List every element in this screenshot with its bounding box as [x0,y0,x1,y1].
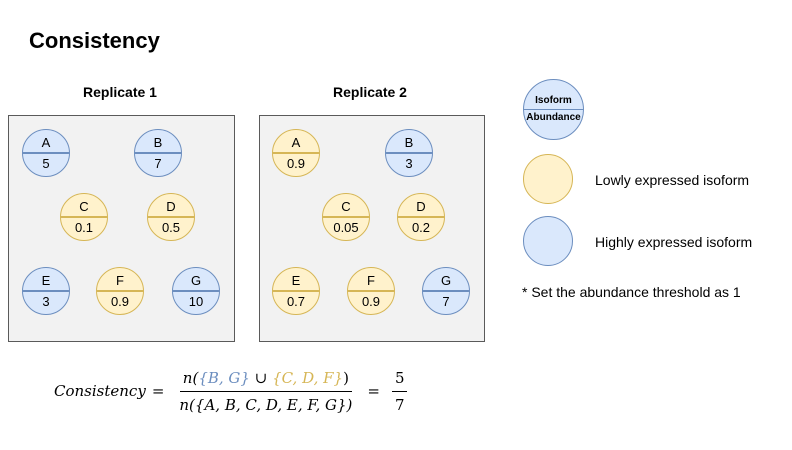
legend-high-label: Highly expressed isoform [595,234,753,250]
isoform-node: C 0.05 [322,193,370,241]
isoform-name: C [341,199,351,215]
isoform-node: D 0.2 [397,193,445,241]
replicate-1-label: Replicate 1 [83,84,157,100]
node-divider [173,290,219,292]
num-high-set: {B, G} [198,368,250,387]
isoform-name: G [440,273,452,289]
isoform-abundance: 7 [154,155,162,171]
isoform-abundance: 0.1 [74,219,94,235]
isoform-abundance: 7 [442,293,450,309]
legend-key-bottom: Abundance [526,112,581,124]
isoform-node: B 3 [385,129,433,177]
consistency-formula: Consistency = n({B, G} ∪ {C, D, F}) n({A… [54,359,413,423]
isoform-node: F 0.9 [96,267,144,315]
isoform-abundance: 0.05 [333,219,359,235]
node-divider [273,152,319,154]
isoform-node: A 0.9 [272,129,320,177]
isoform-abundance: 0.2 [411,219,431,235]
legend-high-swatch [523,216,573,266]
isoform-name: C [79,199,89,215]
formula-equals: = [151,382,165,400]
isoform-node: G 10 [172,267,220,315]
isoform-name: E [291,273,301,289]
node-divider [135,152,181,154]
formula-equals-2: = [367,382,380,400]
isoform-node: C 0.1 [60,193,108,241]
isoform-name: A [41,135,51,151]
isoform-node: B 7 [134,129,182,177]
isoform-name: A [291,135,301,151]
page-title: Consistency [29,28,160,53]
node-divider [273,290,319,292]
result-numerator: 5 [391,369,408,392]
node-divider [97,290,143,292]
node-divider [398,216,444,218]
isoform-node: D 0.5 [147,193,195,241]
replicate-2-panel: A 0.9 B 3 C 0.05 D 0.2 E 0.7 F 0.9 G 7 [259,115,485,342]
isoform-node: G 7 [422,267,470,315]
isoform-name: D [166,199,176,215]
num-union: ∪ [249,368,273,387]
isoform-abundance: 0.9 [110,293,130,309]
num-prefix: n( [182,368,199,387]
result-denominator: 7 [394,395,405,414]
isoform-name: E [41,273,51,289]
num-low-set: {C, D, F} [272,368,344,387]
isoform-abundance: 3 [42,293,50,309]
formula-numerator: n({B, G} ∪ {C, D, F}) [179,368,352,392]
formula-denominator: n({A, B, C, D, E, F, G}) [179,395,353,414]
threshold-note: * Set the abundance threshold as 1 [522,284,741,300]
num-suffix: ) [343,368,349,387]
isoform-node: A 5 [22,129,70,177]
legend-low-label: Lowly expressed isoform [595,172,750,188]
formula-fraction: n({B, G} ∪ {C, D, F}) n({A, B, C, D, E, … [176,369,355,414]
replicate-2-label: Replicate 2 [333,84,407,100]
isoform-node: E 0.7 [272,267,320,315]
node-divider [386,152,432,154]
node-divider [323,216,369,218]
replicate-1-panel: A 5 B 7 C 0.1 D 0.5 E 3 F 0.9 G 10 [8,115,235,342]
legend-low-swatch [523,154,573,204]
formula-result: 5 7 [391,369,408,414]
isoform-abundance: 5 [42,155,50,171]
legend-key-node: Isoform Abundance [523,79,584,140]
isoform-name: B [404,135,414,151]
legend-key-top: Isoform [535,94,572,106]
isoform-node: F 0.9 [347,267,395,315]
node-divider [148,216,194,218]
node-divider [23,290,69,292]
isoform-abundance: 0.5 [161,219,181,235]
node-divider [524,108,583,111]
isoform-abundance: 0.9 [286,155,306,171]
isoform-abundance: 0.9 [361,293,381,309]
isoform-node: E 3 [22,267,70,315]
isoform-name: B [153,135,163,151]
isoform-abundance: 0.7 [286,293,306,309]
formula-lhs: Consistency [54,382,146,400]
node-divider [423,290,469,292]
isoform-name: G [190,273,202,289]
isoform-name: F [367,273,375,289]
isoform-name: F [116,273,124,289]
isoform-abundance: 10 [188,293,204,309]
isoform-name: D [416,199,426,215]
node-divider [23,152,69,154]
node-divider [61,216,107,218]
node-divider [348,290,394,292]
isoform-abundance: 3 [405,155,413,171]
